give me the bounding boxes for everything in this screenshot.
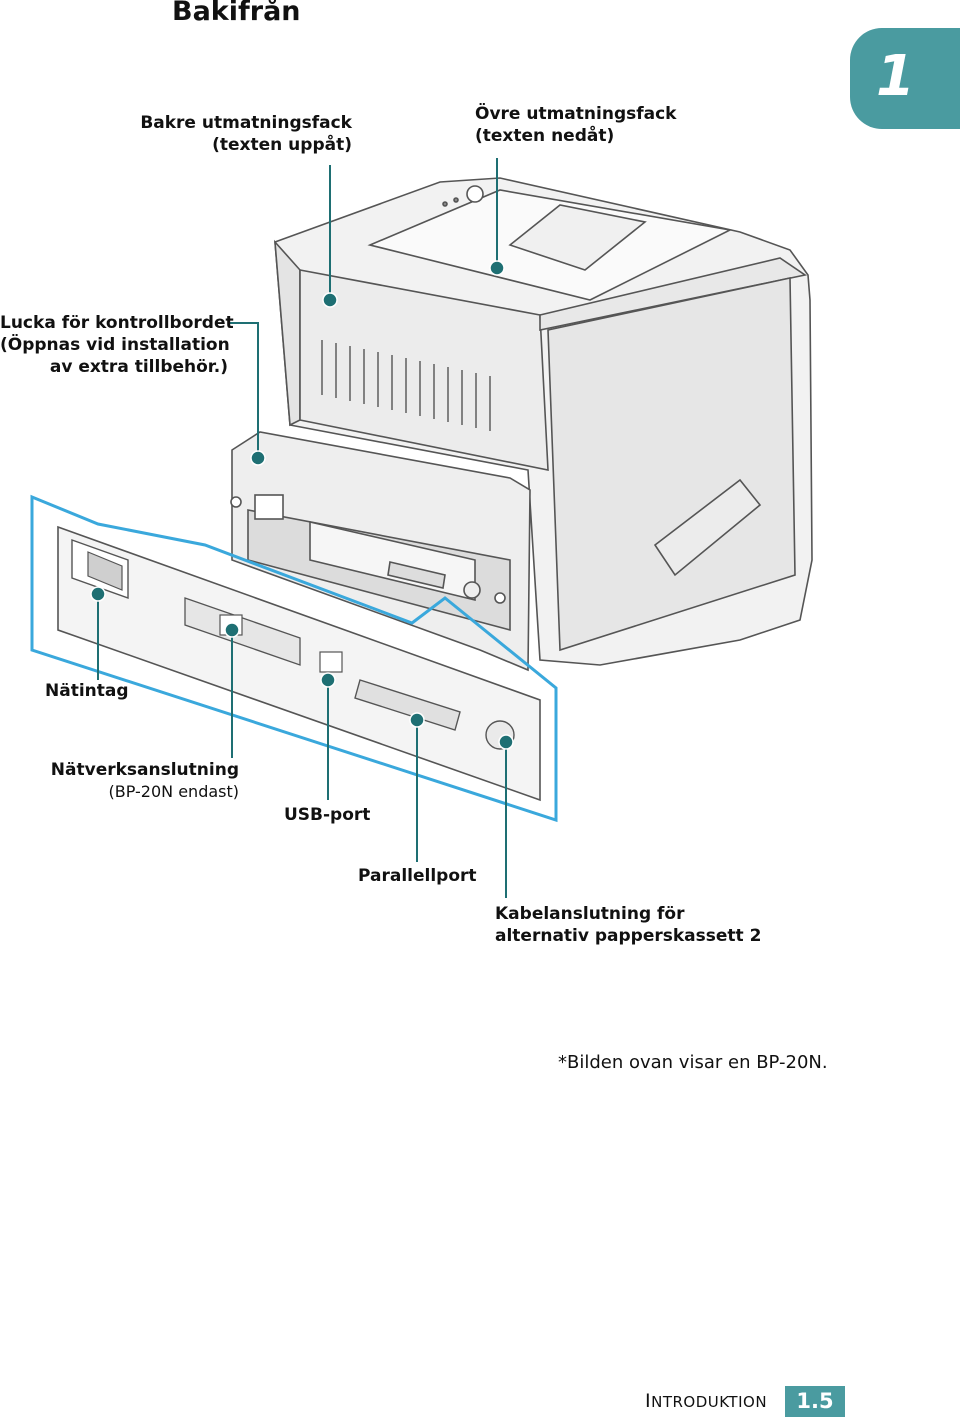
- callout-network: Nätverksanslutning (BP-20N endast): [30, 759, 239, 803]
- callout-power: Nätintag: [45, 681, 129, 701]
- footer-section-rest: NTRODUKTION: [651, 1393, 768, 1411]
- printer-body: [274, 177, 813, 666]
- callout-control-cover-line1: Lucka för kontrollbordet: [0, 313, 234, 333]
- footnote: *Bilden ovan visar en BP-20N.: [558, 1052, 828, 1073]
- callout-lines: [97, 158, 507, 898]
- callout-control-cover-line3: av extra tillbehör.): [49, 357, 228, 377]
- chapter-tab: 1: [850, 28, 960, 129]
- callout-parallel: Parallellport: [358, 866, 477, 886]
- page-number: 1.5: [785, 1386, 845, 1417]
- callout-top-tray-line1: Övre utmatningsfack: [475, 104, 677, 124]
- callout-tray2-cable-line1: Kabelanslutning för: [495, 904, 685, 924]
- callout-tray2-cable: Kabelanslutning för alternativ papperska…: [495, 903, 761, 947]
- callout-control-cover-line2: (Öppnas vid installation: [0, 335, 230, 355]
- callout-network-note: (BP-20N endast): [108, 782, 240, 801]
- footer-section-title: INTRODUKTION: [645, 1390, 767, 1412]
- connector-panel-zoom: [30, 494, 558, 823]
- callout-usb: USB-port: [284, 805, 371, 825]
- callout-rear-tray-line2: (texten uppåt): [212, 135, 352, 155]
- callout-rear-tray: Bakre utmatningsfack (texten uppåt): [130, 112, 352, 156]
- vent-grill: [321, 340, 491, 431]
- callout-rear-tray-line1: Bakre utmatningsfack: [140, 113, 352, 133]
- footer-section-initial: I: [645, 1390, 652, 1412]
- callout-network-label: Nätverksanslutning: [50, 760, 239, 780]
- callout-control-cover: Lucka för kontrollbordet (Öppnas vid ins…: [0, 312, 234, 378]
- chapter-number: 1: [876, 44, 915, 109]
- callout-top-tray-line2: (texten nedåt): [475, 126, 615, 146]
- callout-dots: [90, 260, 514, 750]
- callout-top-tray: Övre utmatningsfack (texten nedåt): [475, 103, 676, 147]
- page-title: Bakifrån: [172, 0, 301, 27]
- callout-tray2-cable-line2: alternativ papperskassett 2: [495, 926, 762, 946]
